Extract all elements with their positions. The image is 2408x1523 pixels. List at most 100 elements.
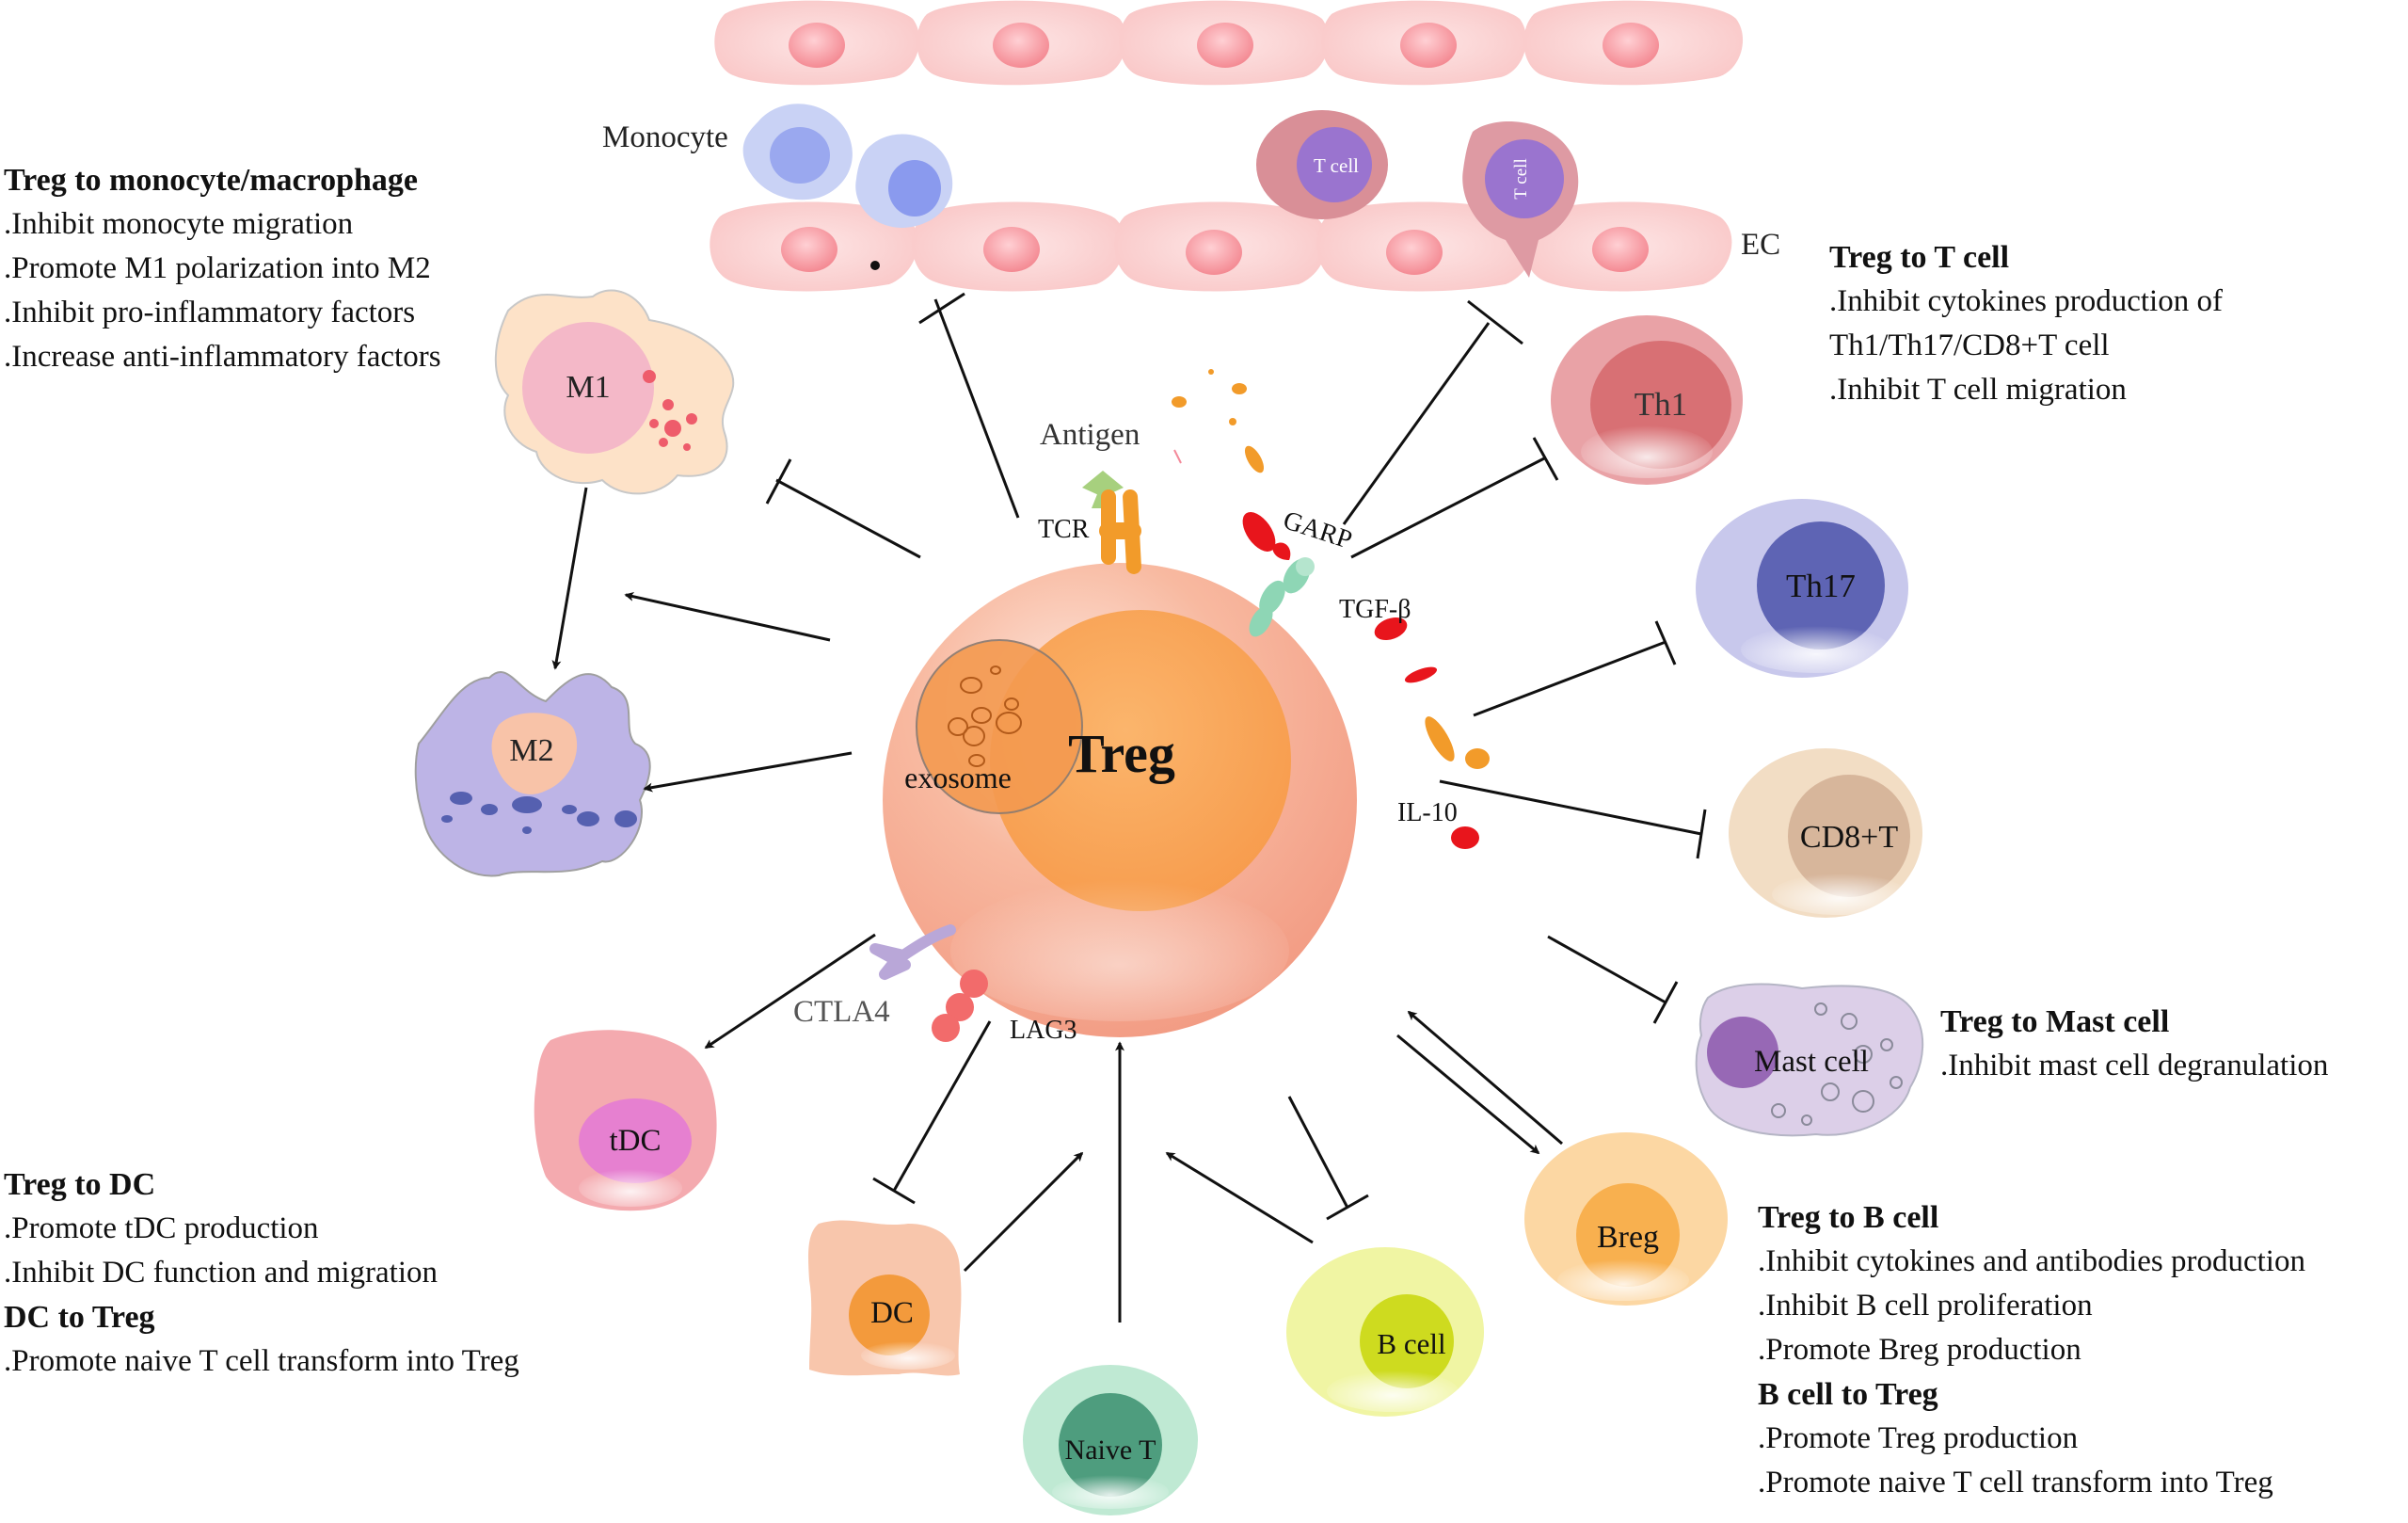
mast-cell <box>1695 983 1924 1137</box>
cd8-label: CD8+T <box>1800 820 1898 855</box>
garp-receptor <box>1249 557 1315 637</box>
m2-vesicle <box>441 815 453 823</box>
inhibit-b-cell-bar <box>1326 1194 1369 1221</box>
arrow-b-cell-to-treg <box>1165 1151 1314 1244</box>
cd8-t-cell <box>1729 748 1922 918</box>
m2-macrophage <box>414 670 651 877</box>
macrophage-panel: Treg to monocyte/macrophage .Inhibit mon… <box>4 158 441 379</box>
naive-t-cell <box>1023 1365 1198 1515</box>
macrophage-panel-line: .Inhibit pro-inflammatory factors <box>4 296 416 329</box>
m1-granule <box>662 399 674 410</box>
m1-granule <box>643 370 656 383</box>
inhibit-t-cell-migration-line <box>1342 322 1491 525</box>
ec-nucleus <box>993 23 1049 68</box>
t-cell-label-b: T cell <box>1511 158 1531 199</box>
inhibit-t-cell-migration-bar <box>1467 299 1523 345</box>
ctla4-receptor <box>869 924 956 980</box>
th1-cell <box>1551 315 1743 485</box>
th1-label: Th1 <box>1635 386 1687 423</box>
m2-vesicle <box>577 811 599 826</box>
inhibit-mast-line <box>1547 935 1666 1004</box>
inhibit-th1-bar <box>1532 437 1559 481</box>
arrow-breg-to-treg <box>1407 1010 1563 1146</box>
inhibit-mast-bar <box>1652 981 1679 1024</box>
inhibit-b-cell-line <box>1287 1096 1349 1209</box>
b-cell-panel-line: .Inhibit cytokines and antibodies produc… <box>1758 1244 2305 1278</box>
naive-t-label: Naive T <box>1065 1435 1156 1466</box>
dc-panel-heading: Treg to DC <box>4 1167 156 1202</box>
inhibit-ec-line <box>933 298 1020 519</box>
monocyte-label: Monocyte <box>602 120 728 154</box>
m1-granule <box>659 438 668 447</box>
m2-nucleus <box>491 713 578 794</box>
inhibit-cd8-bar <box>1696 809 1707 859</box>
dc-panel-line: .Promote naive T cell transform into Tre… <box>4 1344 519 1378</box>
ec-dot <box>870 261 880 270</box>
antigen-label: Antigen <box>1040 418 1140 452</box>
treg-label: Treg <box>1068 723 1175 784</box>
m1-label: M1 <box>566 370 610 405</box>
breg-label: Breg <box>1597 1220 1659 1255</box>
inhibit-ec-bar <box>918 292 965 325</box>
lag3-label: LAG3 <box>1010 1016 1077 1045</box>
dc-panel: Treg to DC .Promote tDC production .Inhi… <box>4 1162 519 1384</box>
breg-cell <box>1524 1132 1728 1306</box>
ec-nucleus <box>1592 227 1649 272</box>
mast-cell-panel-heading: Treg to Mast cell <box>1940 1004 2170 1039</box>
arrow-treg-to-m1 <box>624 591 831 642</box>
b-cell-panel-line: .Inhibit B cell proliferation <box>1758 1289 2093 1323</box>
b-cell-panel: Treg to B cell .Inhibit cytokines and an… <box>1758 1195 2305 1505</box>
t-cell-inner <box>1297 127 1372 202</box>
exosome-label: exosome <box>904 761 1012 794</box>
m2-vesicle <box>562 805 577 814</box>
garp-label: GARP <box>1280 505 1356 555</box>
macrophage-panel-line: .Promote M1 polarization into M2 <box>4 251 431 285</box>
exosome <box>916 639 1083 814</box>
m2-vesicle <box>522 826 532 834</box>
endothelium-top-row <box>714 0 1744 86</box>
monocyte-nucleus <box>770 127 830 184</box>
ec-nucleus <box>1186 230 1242 275</box>
treg-cell <box>883 563 1357 1037</box>
ec-nucleus <box>1386 230 1443 275</box>
b-cell-panel-line: .Promote Breg production <box>1758 1333 2081 1367</box>
ec-label: EC <box>1741 228 1780 262</box>
m2-vesicle <box>450 792 472 805</box>
m1-granule <box>686 413 697 425</box>
t-cell-label-a: T cell <box>1314 154 1359 177</box>
m2-vesicle <box>512 796 542 813</box>
monocytes <box>742 104 953 228</box>
th17-label: Th17 <box>1786 568 1856 604</box>
arrow-treg-to-breg <box>1396 1034 1540 1155</box>
il10-label: IL-10 <box>1397 798 1458 827</box>
ec-nucleus <box>781 227 837 272</box>
ec-nucleus <box>983 227 1040 272</box>
inhibit-dc-bar <box>872 1177 916 1205</box>
m2-vesicle <box>481 804 498 815</box>
m1-granule <box>664 420 681 437</box>
th17-cell <box>1696 499 1908 678</box>
tdc-cell <box>534 1030 717 1211</box>
tdc-label: tDC <box>609 1124 661 1158</box>
mast-cell-label: Mast cell <box>1754 1045 1869 1079</box>
mast-cell-panel: Treg to Mast cell .Inhibit mast cell deg… <box>1940 1000 2328 1088</box>
t-cell-panel-line: Th1/Th17/CD8+T cell <box>1829 329 2110 362</box>
t-cell-panel-heading: Treg to T cell <box>1829 240 2010 275</box>
ec-nucleus <box>1603 23 1659 68</box>
inhibit-cd8-line <box>1439 779 1702 836</box>
inhibit-m1-line <box>775 478 921 559</box>
dc-panel-heading-2: DC to Treg <box>4 1300 155 1335</box>
tcr-receptor <box>1082 471 1141 574</box>
activation-arrows <box>551 487 1563 1323</box>
dc-panel-line: .Inhibit DC function and migration <box>4 1256 439 1290</box>
m2-vesicle <box>614 810 637 827</box>
arrow-dc-to-treg <box>963 1151 1084 1273</box>
dc-cell <box>808 1220 962 1376</box>
macrophage-panel-line: .Inhibit monocyte migration <box>4 207 354 241</box>
macrophage-panel-line: .Increase anti-inflammatory factors <box>4 340 441 374</box>
tgf-beta-label: TGF-β <box>1339 595 1411 624</box>
t-cell-panel: Treg to T cell .Inhibit cytokines produc… <box>1829 235 2223 412</box>
dc-panel-line: .Promote tDC production <box>4 1211 319 1245</box>
